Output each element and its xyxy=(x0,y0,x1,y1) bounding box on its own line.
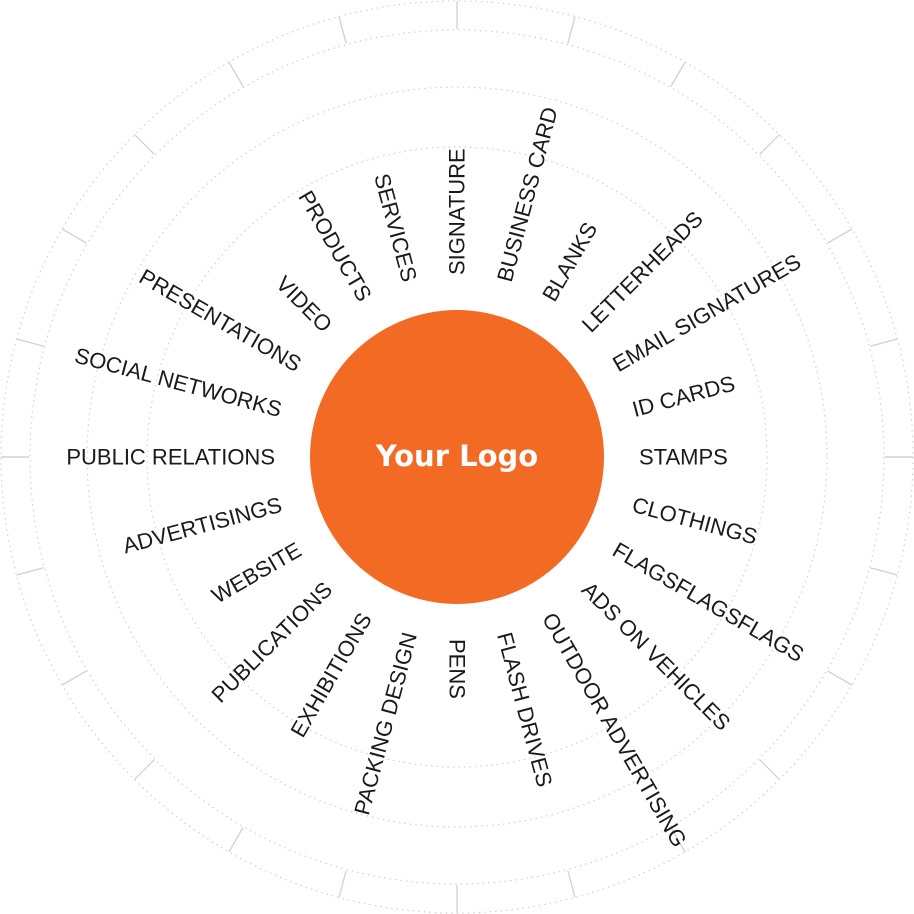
ring-tick xyxy=(870,338,898,347)
ring-tick xyxy=(567,870,576,898)
ring-tick xyxy=(827,670,853,686)
ring-tick xyxy=(670,827,686,853)
spoke-label: BUSINESS CARD xyxy=(492,104,563,284)
spoke-label: OUTDOOR ADVERTISING xyxy=(537,608,692,851)
spoke-label: WEBSITE xyxy=(207,537,305,608)
spoke-label: PACKING DESIGN xyxy=(349,630,422,818)
ring-tick xyxy=(827,228,853,244)
ring-tick xyxy=(567,16,576,44)
spoke-label: SIGNATURE xyxy=(445,148,470,275)
ring-tick xyxy=(759,759,780,780)
spoke-label: ID CARDS xyxy=(630,371,738,422)
ring-tick xyxy=(61,228,87,244)
ring-tick xyxy=(228,61,244,87)
ring-tick xyxy=(670,61,686,87)
spoke-label: PENS xyxy=(445,639,470,699)
spoke-label: VIDEO xyxy=(271,271,337,337)
spoke-label: PUBLIC RELATIONS xyxy=(66,445,275,470)
dotted-ring xyxy=(146,146,768,768)
dotted-ring xyxy=(29,29,885,885)
ring-tick xyxy=(16,338,44,347)
logo-circle xyxy=(310,310,604,604)
spoke-label: SERVICES xyxy=(369,171,422,285)
spoke-label: STAMPS xyxy=(639,445,728,470)
ring-tick xyxy=(338,16,347,44)
spoke-label: FLASH DRIVES xyxy=(492,630,557,790)
ring-tick xyxy=(61,670,87,686)
logo-text: Your Logo xyxy=(375,439,538,473)
ring-tick xyxy=(870,567,898,576)
ring-tick xyxy=(134,134,155,155)
ring-tick xyxy=(228,827,244,853)
ring-tick xyxy=(16,567,44,576)
ring-tick xyxy=(759,134,780,155)
spoke-label: BLANKS xyxy=(537,218,602,306)
dotted-ring xyxy=(86,86,828,828)
spoke-label: CLOTHINGS xyxy=(630,492,760,549)
ring-tick xyxy=(134,759,155,780)
ring-tick xyxy=(338,870,347,898)
spoke-label: ADVERTISINGS xyxy=(120,492,284,558)
spoke-label: SOCIAL NETWORKS xyxy=(72,343,284,422)
